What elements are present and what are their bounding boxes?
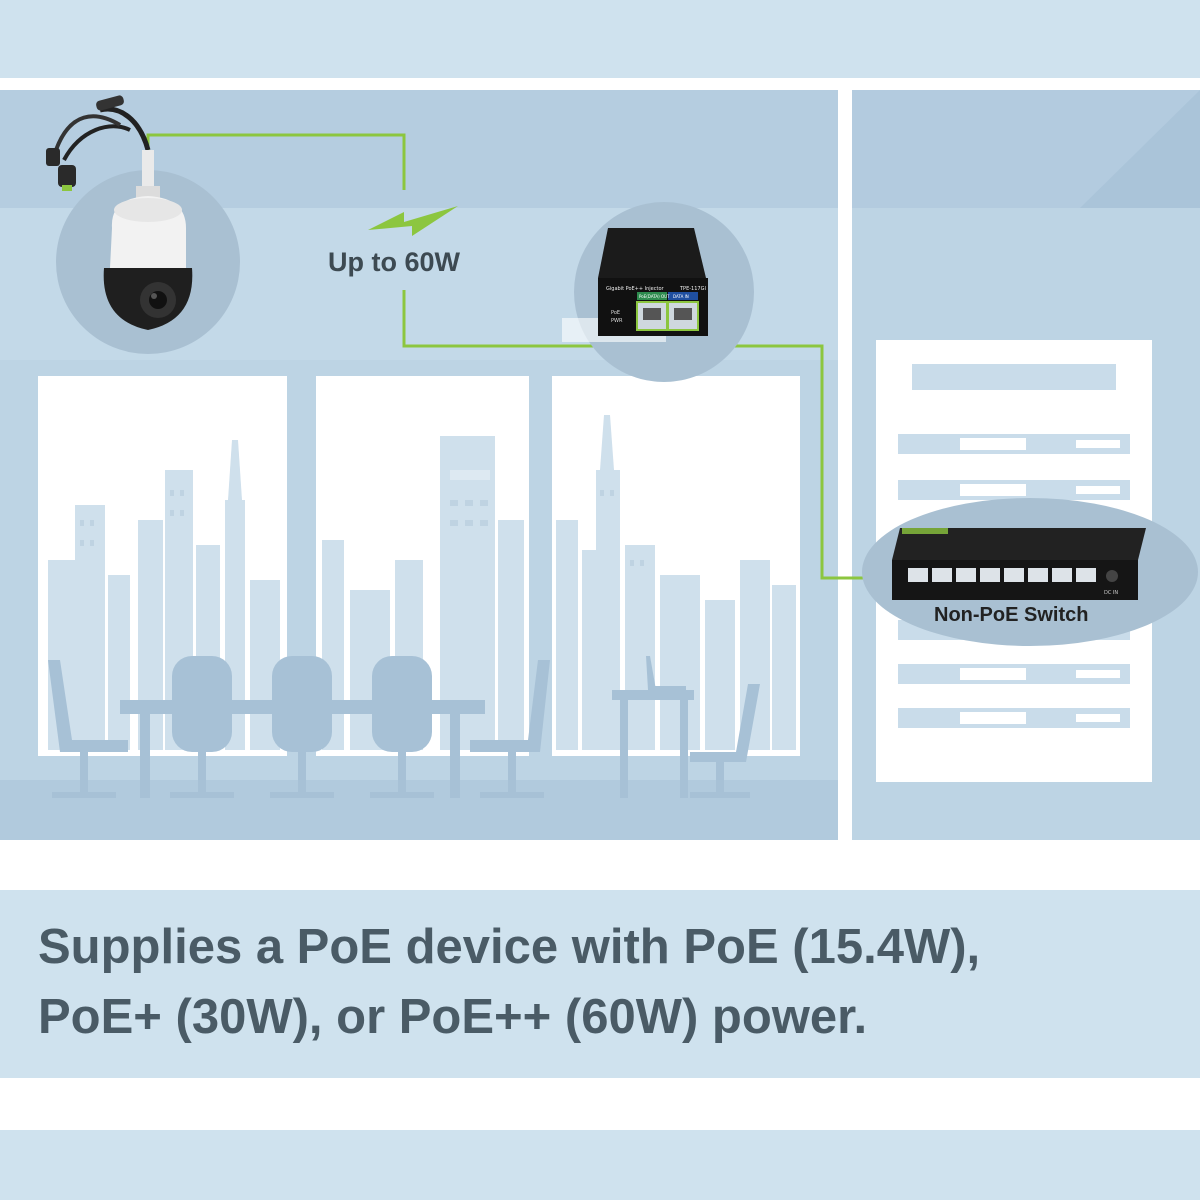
injector-port-in-label: DATA IN — [673, 294, 689, 299]
caption-line-2: PoE+ (30W), or PoE++ (60W) power. — [38, 990, 868, 1044]
network-switch-icon: DC IN — [862, 498, 1198, 646]
office-chair-icon — [172, 656, 432, 752]
injector-led-poe: PoE — [611, 310, 620, 316]
top-band — [0, 0, 1200, 78]
injector-port-out-label: PoE(DATA) OUT — [639, 294, 670, 299]
poe-injector-icon: Gigabit PoE++ Injector TPE-117GI PoE(DAT… — [562, 202, 754, 382]
power-label: Up to 60W — [328, 247, 460, 277]
switch-label: Non-PoE Switch — [934, 604, 1089, 626]
caption-band — [0, 890, 1200, 1078]
bottom-band — [0, 1130, 1200, 1200]
ceiling — [0, 90, 838, 208]
floor — [0, 780, 838, 840]
injector-header: Gigabit PoE++ Injector — [606, 286, 665, 292]
caption: Supplies a PoE device with PoE (15.4W), … — [38, 912, 1178, 1052]
ptz-camera-icon — [46, 95, 240, 354]
caption-line-1: Supplies a PoE device with PoE (15.4W), — [38, 920, 981, 974]
office-furniture — [48, 656, 760, 798]
injector-model: TPE-117GI — [679, 286, 706, 292]
injector-led-pwr: PWR — [611, 318, 623, 324]
lightning-bolt-icon — [368, 206, 458, 236]
switch-power-port-label: DC IN — [1104, 590, 1118, 596]
